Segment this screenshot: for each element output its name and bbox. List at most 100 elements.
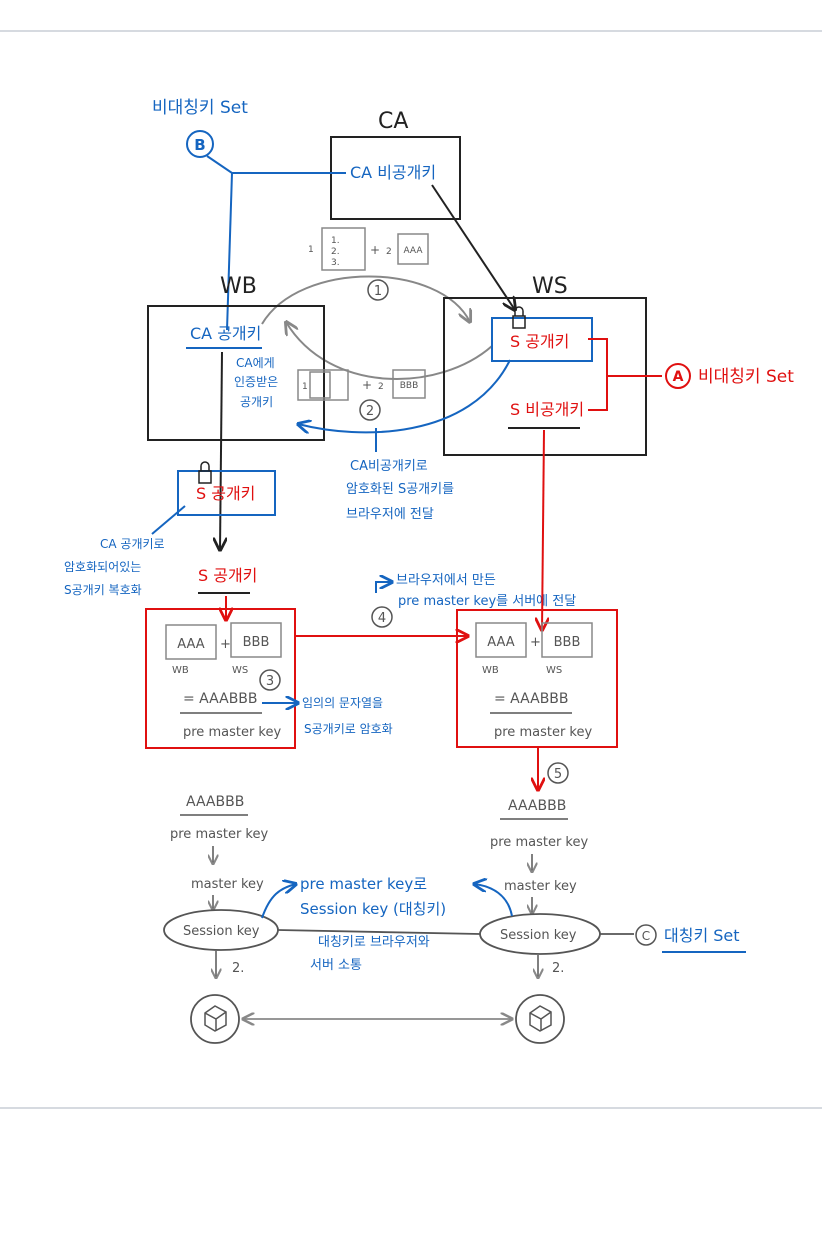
ws-box (443, 297, 647, 456)
set-b-marker: B (194, 136, 205, 154)
cert-mid-frame (297, 369, 349, 401)
transfer-pointer (375, 582, 392, 593)
session-note-2: Session key (대칭키) (300, 900, 446, 918)
set-b-title: 비대칭키 Set (152, 98, 248, 118)
set-a-marker: A (673, 369, 684, 385)
left-endpoint-circle (190, 994, 240, 1044)
cert-bbb-box (392, 369, 426, 399)
left-pre-master-key: pre master key (170, 827, 268, 842)
right-box-icon (529, 1005, 552, 1032)
symmetric-note-2: 서버 소통 (310, 958, 362, 973)
set-c-marker: C (642, 929, 650, 943)
cert-plus-a: + (370, 243, 380, 257)
step5-circle (547, 762, 569, 784)
session-link (277, 929, 481, 935)
cert-mid-plus: + (362, 378, 372, 392)
wb-label-wb: WB (172, 665, 189, 676)
set-c-title: 대칭키 Set (664, 926, 740, 945)
set-b-to-wb (226, 172, 233, 331)
cert-line-3: 3. (331, 258, 340, 268)
right-aaabbb: AAABBB (508, 798, 566, 814)
set-b-marker-circle (186, 130, 214, 158)
ws-pre-master-box (456, 609, 618, 748)
step1-circle (367, 279, 389, 301)
ca-title: CA (378, 109, 408, 134)
ws-lock-icon (512, 306, 526, 329)
ws-combined: = AAABBB (494, 691, 569, 707)
session-note-pointer-left (261, 884, 296, 919)
transfer-note-1: 브라우저에서 만든 (396, 573, 496, 588)
wb-combined: = AAABBB (183, 691, 258, 707)
ca-box (330, 136, 461, 220)
wb-plus: + (220, 637, 231, 652)
cert-mid-num: 1 (302, 382, 308, 392)
wb-box (147, 305, 325, 441)
cert-bbb: BBB (400, 381, 419, 391)
cert-aaa: AAA (404, 246, 424, 256)
wb-bbb: BBB (243, 635, 270, 650)
encrypted-note-1: CA비공개키로 (350, 459, 428, 474)
ws-label-ws: WS (546, 665, 562, 676)
right-master-key: master key (504, 879, 577, 894)
step2-arrow (298, 359, 511, 432)
step5: 5 (554, 767, 562, 782)
right-session-key: Session key (500, 928, 577, 943)
ws-s-private-key: S 비공개키 (510, 400, 584, 419)
set-a-bracket (588, 338, 662, 411)
wb-title: WB (220, 274, 257, 299)
step2-circle (359, 399, 381, 421)
wb-s-key: S 공개키 (198, 566, 257, 585)
symmetric-note-1: 대칭키로 브라우저와 (318, 935, 430, 950)
cert-aaa-box (397, 233, 429, 265)
ws-private-down-arrow (542, 429, 544, 630)
ca-to-ws-arrow (431, 184, 515, 310)
cert-num-a: 1 (308, 245, 314, 255)
ws-aaa: AAA (487, 635, 515, 650)
decrypt-pointer (151, 505, 186, 535)
cert-mid-doc (309, 371, 331, 399)
right-pre-master-key: pre master key (490, 835, 588, 850)
step1: 1 (374, 284, 382, 299)
wb-pre-master-key: pre master key (183, 725, 281, 740)
encrypted-note-3: 브라우저에 전달 (346, 507, 434, 522)
wb-label-ws: WS (232, 665, 248, 676)
ca-cert-note-3: 공개키 (240, 395, 273, 409)
ws-pre-master-key: pre master key (494, 725, 592, 740)
encrypt-note-1: 임의의 문자열을 (302, 696, 383, 710)
step1-arrow-top (261, 275, 470, 325)
transfer-note-2: pre master key를 서버에 전달 (398, 594, 576, 609)
wb-bbb-box (230, 622, 282, 658)
set-a-marker-circle (665, 363, 691, 389)
wb-aaa-box (165, 624, 217, 660)
step1-arrow-bottom (286, 322, 493, 380)
cert-num-b: 2 (386, 247, 392, 257)
step4-circle (371, 606, 393, 628)
ca-cert-note-2: 인증받은 (234, 375, 278, 389)
wb-ca-public-key: CA 공개키 (190, 324, 261, 343)
step3: 3 (266, 674, 274, 689)
cert-mid-num-b: 2 (378, 382, 384, 392)
set-a-title: 비대칭키 Set (698, 367, 794, 387)
wb-pre-master-box (145, 608, 296, 749)
set-c-marker-circle (635, 924, 657, 946)
ca-cert-note-1: CA에게 (236, 356, 275, 370)
cert-doc (321, 227, 366, 271)
decrypt-note-3: S공개키 복호화 (64, 583, 142, 597)
right-step-two: 2. (552, 961, 564, 976)
decrypt-note-1: CA 공개키로 (100, 537, 165, 551)
cert-line-1: 1. (331, 236, 340, 246)
left-aaabbb: AAABBB (186, 794, 244, 810)
right-endpoint-circle (515, 994, 565, 1044)
ws-plus: + (530, 635, 541, 650)
ws-aaa-box (475, 622, 527, 658)
ws-label-wb: WB (482, 665, 499, 676)
session-note-1: pre master key로 (300, 875, 427, 893)
wb-lock-icon (198, 461, 212, 484)
wb-encrypted-s-key-box (177, 470, 276, 516)
session-note-pointer-right (474, 884, 513, 917)
wb-aaa: AAA (177, 637, 205, 652)
left-box-icon (204, 1005, 227, 1032)
ws-title: WS (532, 274, 568, 299)
decrypt-note-2: 암호화되어있는 (64, 560, 141, 574)
